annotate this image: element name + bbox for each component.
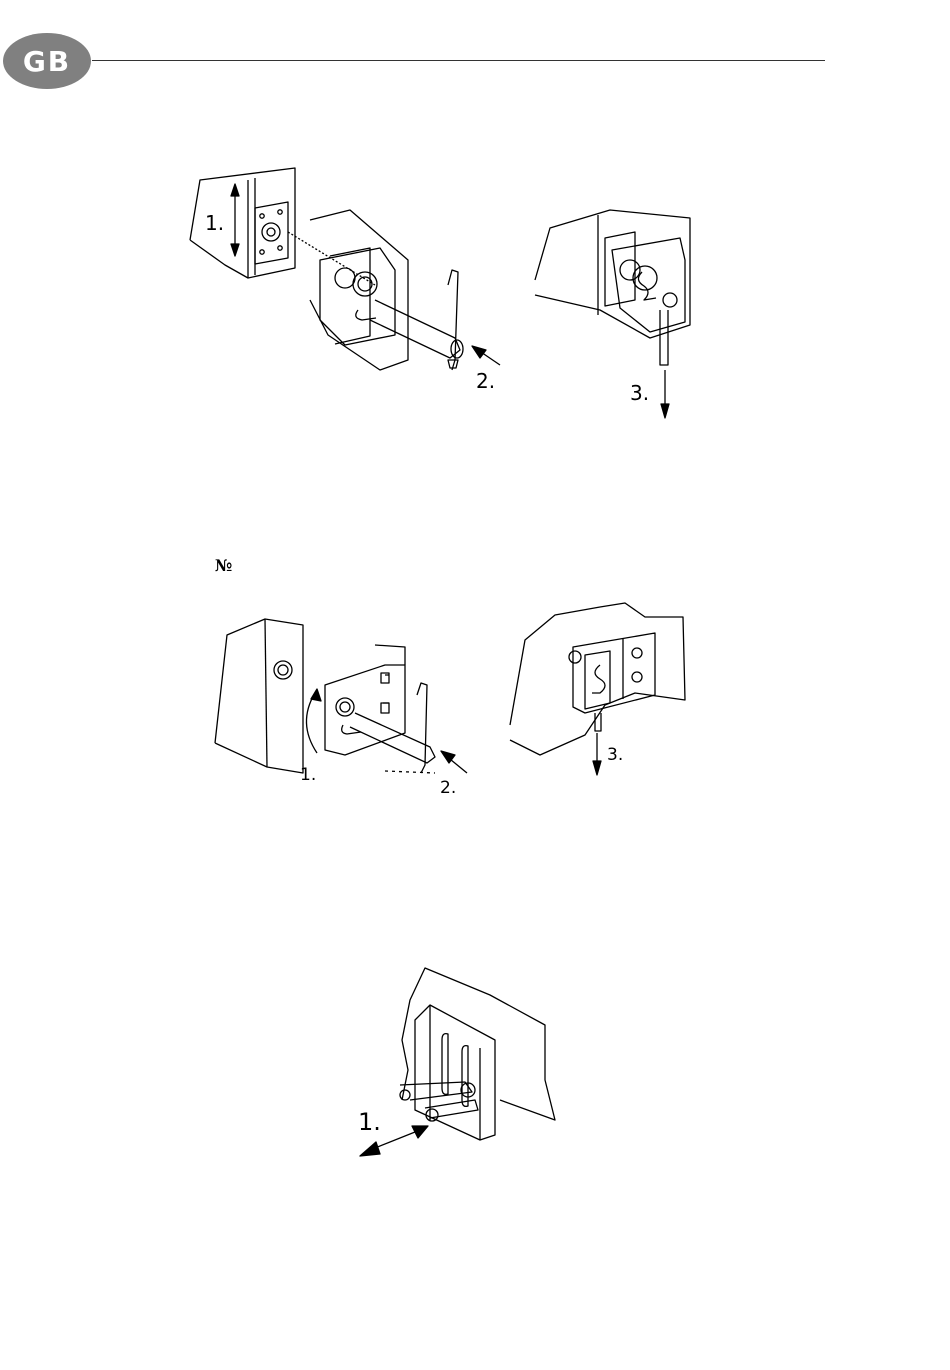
figure-2-step1-label: 1. [300, 765, 316, 785]
figure-2-step2-label: 2. [440, 778, 456, 798]
hinge-pin-left [370, 300, 460, 358]
figure-1-drawing: 1. 2. 3. [180, 160, 700, 430]
door-panel-left [310, 210, 408, 370]
figure-1-hinge-assembly: 1. 2. 3. [180, 160, 700, 430]
figure-2-hinge-assembly: 1. 2. 3. [205, 595, 705, 805]
hinge-block-right [612, 238, 685, 332]
clip-right [660, 310, 668, 365]
cabinet-wall [402, 968, 555, 1120]
cabinet-side-right [535, 210, 690, 338]
figure-3-step1-label: 1. [358, 1108, 381, 1136]
figure-1-step1-label: 1. [205, 211, 224, 235]
language-badge: GB [3, 33, 91, 89]
figure-1-step2-label: 2. [476, 369, 495, 393]
nut [426, 1109, 438, 1121]
bolt [400, 1090, 410, 1100]
language-code: GB [23, 45, 71, 78]
figure-2-drawing: 1. 2. 3. [205, 595, 705, 805]
figure-2-step3-label: 3. [607, 745, 623, 765]
section-symbol: № [215, 556, 232, 575]
arrow-step1-rotate [306, 693, 317, 753]
hinge-plate-left [255, 202, 288, 264]
cabinet-side-left [215, 619, 303, 773]
cabinet-side-right [510, 603, 685, 755]
hinge-block-left [320, 248, 395, 345]
bracket [415, 1005, 495, 1140]
figure-3-drawing: 1. [350, 960, 570, 1165]
figure-1-step3-label: 3. [630, 381, 649, 405]
header-rule [92, 60, 825, 61]
figure-3-pin-removal: 1. [350, 960, 570, 1165]
